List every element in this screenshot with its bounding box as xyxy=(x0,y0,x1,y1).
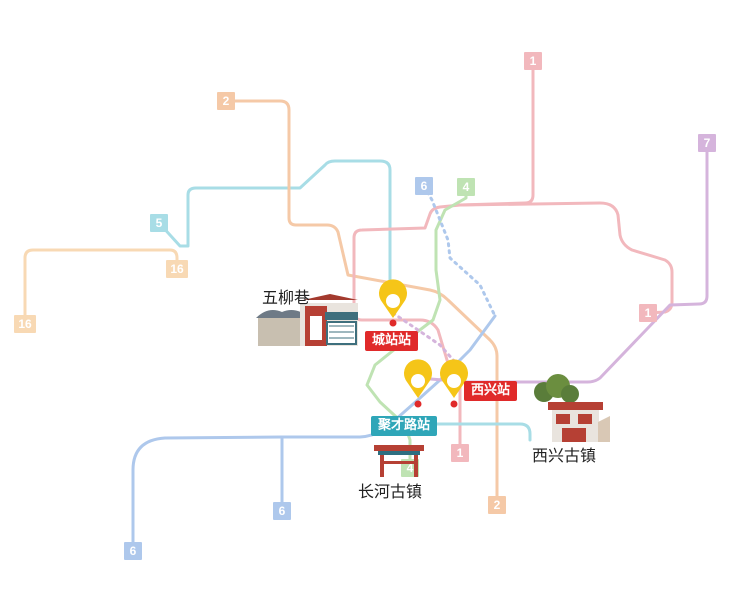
badge-line1-south: 1 xyxy=(451,444,469,462)
badge-line4-north: 4 xyxy=(457,178,475,196)
svg-text:6: 6 xyxy=(421,179,428,193)
svg-text:7: 7 xyxy=(704,136,711,150)
place-label-changhe: 长河古镇 xyxy=(358,482,423,501)
changhe-gate-icon xyxy=(374,445,424,477)
svg-text:1: 1 xyxy=(457,446,464,460)
station-tag-xixing[interactable]: 西兴站 xyxy=(464,381,518,401)
badge-line6-north: 6 xyxy=(415,177,433,195)
station-tag-chengzhan[interactable]: 城站站 xyxy=(365,331,419,351)
badge-line16-west: 16 xyxy=(14,315,36,333)
svg-text:2: 2 xyxy=(494,498,501,512)
svg-text:6: 6 xyxy=(279,504,286,518)
jucailu-pin-icon xyxy=(404,359,432,408)
line-6-north-path xyxy=(422,184,497,318)
line-7-path xyxy=(416,141,709,384)
badge-line6-mid: 6 xyxy=(273,502,291,520)
svg-text:16: 16 xyxy=(170,262,184,276)
line-6-main-path xyxy=(131,314,497,553)
line-5-path xyxy=(158,159,392,302)
badge-line16-east: 16 xyxy=(166,260,188,278)
place-label-xixing-town: 西兴古镇 xyxy=(532,446,597,465)
badge-line1-east: 1 xyxy=(639,304,657,322)
station-tag-jucailu[interactable]: 聚才路站 xyxy=(371,416,438,436)
chengzhan-pin-icon xyxy=(379,279,407,327)
badge-line2-north: 2 xyxy=(217,92,235,110)
place-label-wuliuxiang: 五柳巷 xyxy=(262,288,311,307)
line-2-path xyxy=(224,99,499,507)
xixing-town-icon xyxy=(534,374,610,442)
badge-line2-south: 2 xyxy=(488,496,506,514)
link-path xyxy=(408,422,532,442)
line-16-path xyxy=(23,248,179,324)
badge-line7: 7 xyxy=(698,134,716,152)
svg-text:4: 4 xyxy=(407,461,414,475)
svg-text:5: 5 xyxy=(156,216,163,230)
wuliuxiang-building-icon xyxy=(256,294,358,346)
xixing-pin-icon xyxy=(440,359,469,408)
svg-text:1: 1 xyxy=(530,54,537,68)
svg-text:4: 4 xyxy=(463,180,470,194)
line-1-east-path xyxy=(458,201,674,315)
svg-text:2: 2 xyxy=(223,94,230,108)
badge-line5: 5 xyxy=(150,214,168,232)
badge-line1-top: 1 xyxy=(524,52,542,70)
badge-line6-west: 6 xyxy=(124,542,142,560)
svg-text:1: 1 xyxy=(645,306,652,320)
svg-text:16: 16 xyxy=(18,317,32,331)
svg-text:6: 6 xyxy=(130,544,137,558)
